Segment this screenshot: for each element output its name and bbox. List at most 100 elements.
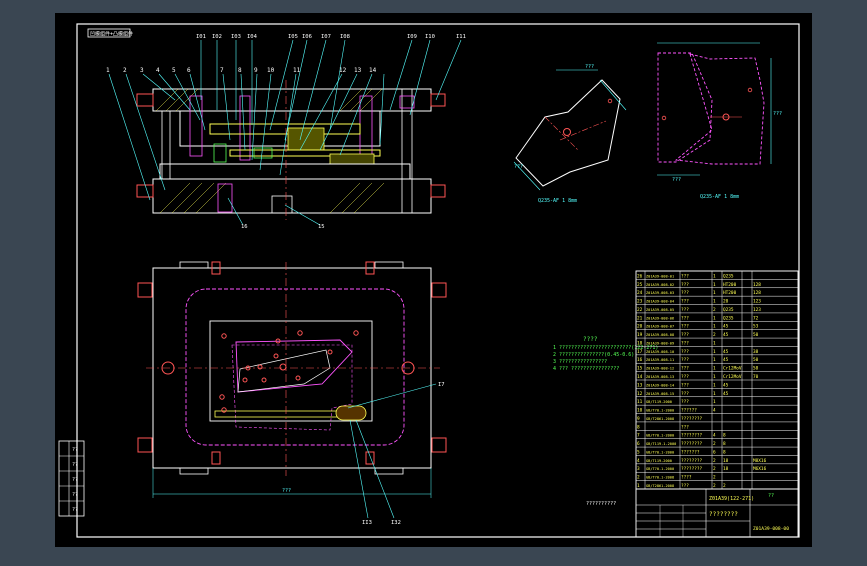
bom-cell: 19 xyxy=(637,332,643,338)
part-number: I03 xyxy=(231,34,241,40)
bom-cell: 2 xyxy=(713,307,716,313)
bom-cell: ??? xyxy=(681,340,689,346)
revision-strip: ?? ?? ?? ?? ?? xyxy=(58,440,85,517)
bom-cell: 1 xyxy=(713,374,716,380)
bom-cell: ??? xyxy=(681,290,689,296)
bom-cell: 20 xyxy=(637,324,643,330)
bom-cell: 8 xyxy=(723,433,726,439)
bom-cell: 2 xyxy=(713,458,716,464)
bom-cell: 53 xyxy=(753,324,759,330)
part-number: 12 xyxy=(339,67,347,74)
bom-cell: ??? xyxy=(681,374,689,380)
part-number: I09 xyxy=(407,34,417,40)
bom-cell: ??? xyxy=(681,324,689,330)
bom-cell: 38 xyxy=(753,349,759,355)
part-number: 13 xyxy=(354,67,362,74)
bom-cell: Z01A39-008-04 xyxy=(646,300,674,304)
bom-cell: 25 xyxy=(637,282,643,288)
bom-cell: 72 xyxy=(753,315,759,321)
bom-cell: 2 xyxy=(723,483,726,489)
bom-cell: ???????? xyxy=(681,433,703,439)
bom-cell: ???? xyxy=(681,475,692,481)
bom-cell: Q235 xyxy=(723,315,734,321)
tech-requirement-line: 4 ??? ???????????????? xyxy=(553,366,619,372)
bom-cell: 4 xyxy=(713,433,716,439)
bom-cell: 21 xyxy=(637,315,643,321)
bom-cell: 1 xyxy=(713,391,716,397)
bom-cell: 2 xyxy=(713,475,716,481)
bom-cell: 1 xyxy=(713,324,716,330)
bom-cell: Cr12MoV xyxy=(723,366,742,372)
bom-cell: 50 xyxy=(753,332,759,338)
part-number: 3 xyxy=(140,67,144,74)
part-number: 9 xyxy=(254,67,258,74)
plan-overall-dimension: ??? xyxy=(282,488,291,494)
revision-cell: ?? xyxy=(72,462,78,468)
bom-cell: ???????? xyxy=(681,416,703,422)
bom-cell: ??? xyxy=(681,483,689,489)
part-number: 2 xyxy=(123,67,127,74)
title-tab-box xyxy=(87,28,131,38)
bom-cell: 12 xyxy=(637,391,643,397)
bom-cell: 24 xyxy=(637,290,643,296)
bom-cell: ??? xyxy=(681,299,689,305)
bom-cell: 45 xyxy=(723,349,729,355)
bom-cell: Z01A39-008-03 xyxy=(646,291,674,295)
bom-cell: 45 xyxy=(723,324,729,330)
bom-cell: 1 xyxy=(713,340,716,346)
part-detail-large: ??? ??? Q235-AF 1 8mm xyxy=(657,42,782,200)
part-number: 1 xyxy=(106,67,110,74)
bom-cell: Z01A39-008-08 xyxy=(646,333,674,337)
drawing-number: Z01A39(122-271) xyxy=(709,496,754,502)
bom-cell: GB/T2861-2008 xyxy=(646,417,674,421)
part-number: I01 xyxy=(196,34,206,40)
title-tab-text: 凹模组件+凸模组件 xyxy=(90,31,133,38)
bom-cell: 2 xyxy=(637,475,640,481)
bom-cell: 58 xyxy=(753,366,759,372)
bom-cell: GB/T119-2000 xyxy=(646,400,672,404)
bom-cell: 15 xyxy=(637,366,643,372)
bom-cell: ??? xyxy=(681,391,689,397)
small-part-caption: Q235-AF 1 8mm xyxy=(538,198,577,204)
tech-requirement-line: 3 ???????????????? xyxy=(553,359,607,365)
bom-cell: GB/T70.1-2000 xyxy=(646,409,674,413)
large-part-width-dim: ??? xyxy=(672,177,681,183)
bom-cell: 26 xyxy=(637,273,643,279)
part-detail-small: ??? ??? Q235-AF 1 8mm xyxy=(513,64,627,204)
bom-cell: GB/T119.1-2000 xyxy=(646,442,676,446)
bom-cell: Z01A39-008-15 xyxy=(646,392,674,396)
tech-requirements-title: ???? xyxy=(583,336,598,343)
bom-cell: ??? xyxy=(681,332,689,338)
part-number: 4 xyxy=(156,67,160,74)
bom-cell: 18 xyxy=(637,340,643,346)
bom-cell: 128 xyxy=(753,282,761,288)
part-number: 7 xyxy=(220,67,224,74)
bom-cell: 1 xyxy=(713,382,716,388)
bom-cell: 45 xyxy=(723,357,729,363)
tech-requirement-line: 2 ???????????????(0.45-0.6) xyxy=(553,352,634,358)
bom-cell: Z01A39-008-11 xyxy=(646,358,674,362)
bom-cell: Z01A39-008-01 xyxy=(646,274,674,278)
bom-cell: GB/T2861-2008 xyxy=(646,484,674,488)
part-labels-left: 1 2 3 4 5 6 7 8 9 10 11 12 13 14 xyxy=(106,67,377,74)
bom-cell: Z01A39-008-14 xyxy=(646,383,674,387)
part-number: I07 xyxy=(321,34,331,40)
small-part-height-dim: ??? xyxy=(514,164,523,170)
bom-cell: Q235 xyxy=(723,273,734,279)
bom-cell: 5 xyxy=(637,449,640,455)
bom-cell: 1 xyxy=(713,299,716,305)
assembly-plan-view: ??? I7 II3 I32 xyxy=(137,261,447,526)
part-number: I32 xyxy=(391,520,401,526)
bom-cell: Z01A39-008-13 xyxy=(646,375,674,379)
part-labels-bottom: 16 15 xyxy=(241,224,325,230)
large-part-height-dim: ??? xyxy=(773,111,782,117)
bom-cell: 11 xyxy=(637,399,643,405)
part-number: I02 xyxy=(212,34,222,40)
bom-cell: 45 xyxy=(723,382,729,388)
bom-cell: ?????? xyxy=(681,408,697,414)
bom-cell: 6 xyxy=(637,441,640,447)
part-number: I06 xyxy=(302,34,312,40)
drawing-frame xyxy=(76,23,800,538)
